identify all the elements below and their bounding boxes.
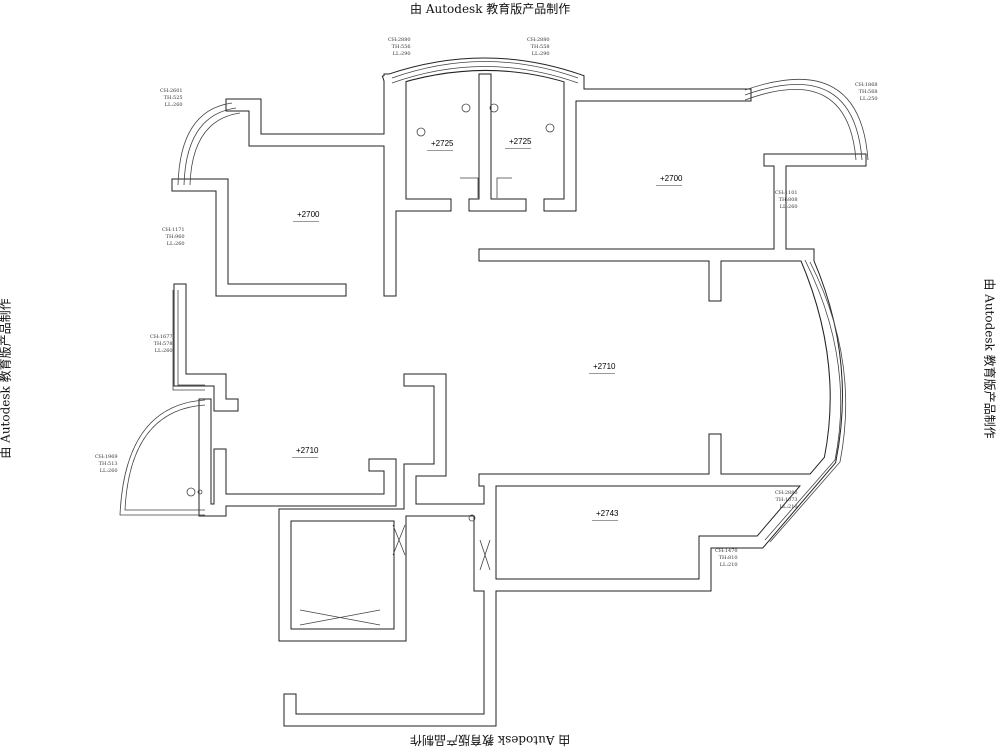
- watermark-top: 由 Autodesk 教育版产品制作: [410, 2, 571, 16]
- window-spec-th: TH:808: [778, 197, 798, 203]
- window-spec-ch: CH:1101: [775, 190, 798, 196]
- window-spec-ll: LL:250: [859, 96, 878, 102]
- window-spec-ch: CH:2880: [775, 490, 798, 496]
- window-spec-ch: CH:2880: [388, 37, 411, 43]
- elevation-label: +2700: [655, 174, 683, 186]
- wall: [174, 284, 238, 411]
- window-spec-ll: LL:260: [154, 348, 173, 354]
- elevation-label: +2700: [292, 210, 320, 222]
- wall: [172, 179, 346, 296]
- window-spec-th: TH:558: [530, 44, 550, 50]
- window-spec-th: TH:578: [153, 341, 173, 347]
- wall: [464, 504, 486, 591]
- wall: [283, 253, 843, 727]
- wall: [226, 74, 396, 146]
- window-spec-ll: LL:260: [166, 241, 185, 247]
- window-spec-ch: CH:1470: [715, 548, 738, 554]
- elevation-label: +2725: [504, 137, 532, 149]
- wall: [394, 74, 451, 211]
- window-spec-ch: CH:1677: [150, 334, 173, 340]
- window-spec-th: TH:513: [98, 461, 118, 467]
- wall: [544, 74, 576, 211]
- window-spec-ch: CH:1171: [162, 227, 185, 233]
- window-spec-ll: LL:260: [779, 204, 798, 210]
- watermark-left: 由 Autodesk 教育版产品制作: [0, 298, 13, 459]
- window-spec-th: TH:525: [163, 95, 183, 101]
- window-spec-ll: LL:290: [531, 51, 550, 57]
- window-spec-th: TH:960: [165, 234, 185, 240]
- window-spec-th: TH:810: [718, 555, 738, 561]
- wall: [214, 459, 396, 506]
- elevation-label: +2710: [291, 446, 319, 458]
- wall: [171, 178, 347, 297]
- window-spec-ll: LL:210: [719, 562, 738, 568]
- window-spec-ch: CH:1868: [855, 82, 878, 88]
- window-spec-th: TH:568: [858, 89, 878, 95]
- watermark-bottom: 由 Autodesk 教育版产品制作: [410, 733, 571, 747]
- wall: [199, 399, 226, 516]
- window-spec-th: TH:556: [391, 44, 411, 50]
- window-spec-ch: CH:2601: [160, 88, 183, 94]
- wall: [383, 58, 751, 101]
- wall: [479, 474, 496, 591]
- elevation-label: +2725: [426, 139, 454, 151]
- elevation-label: +2710: [588, 362, 616, 374]
- window-arcs: [119, 61, 869, 626]
- wall: [279, 509, 406, 641]
- wall: [284, 254, 842, 726]
- window-spec-ch: CH:2880: [527, 37, 550, 43]
- window-spec-ch: CH:1969: [95, 454, 118, 460]
- window-spec-ll: LL:290: [392, 51, 411, 57]
- window-spec-ll: LL:260: [164, 102, 183, 108]
- window-spec-ll: LL:210: [779, 504, 798, 510]
- wall: [404, 374, 476, 516]
- watermark-right: 由 Autodesk 教育版产品制作: [982, 278, 997, 439]
- window-spec-ll: LL:260: [99, 468, 118, 474]
- elevation-label: +2743: [591, 509, 619, 521]
- window-spec-th: TH:1073: [775, 497, 798, 503]
